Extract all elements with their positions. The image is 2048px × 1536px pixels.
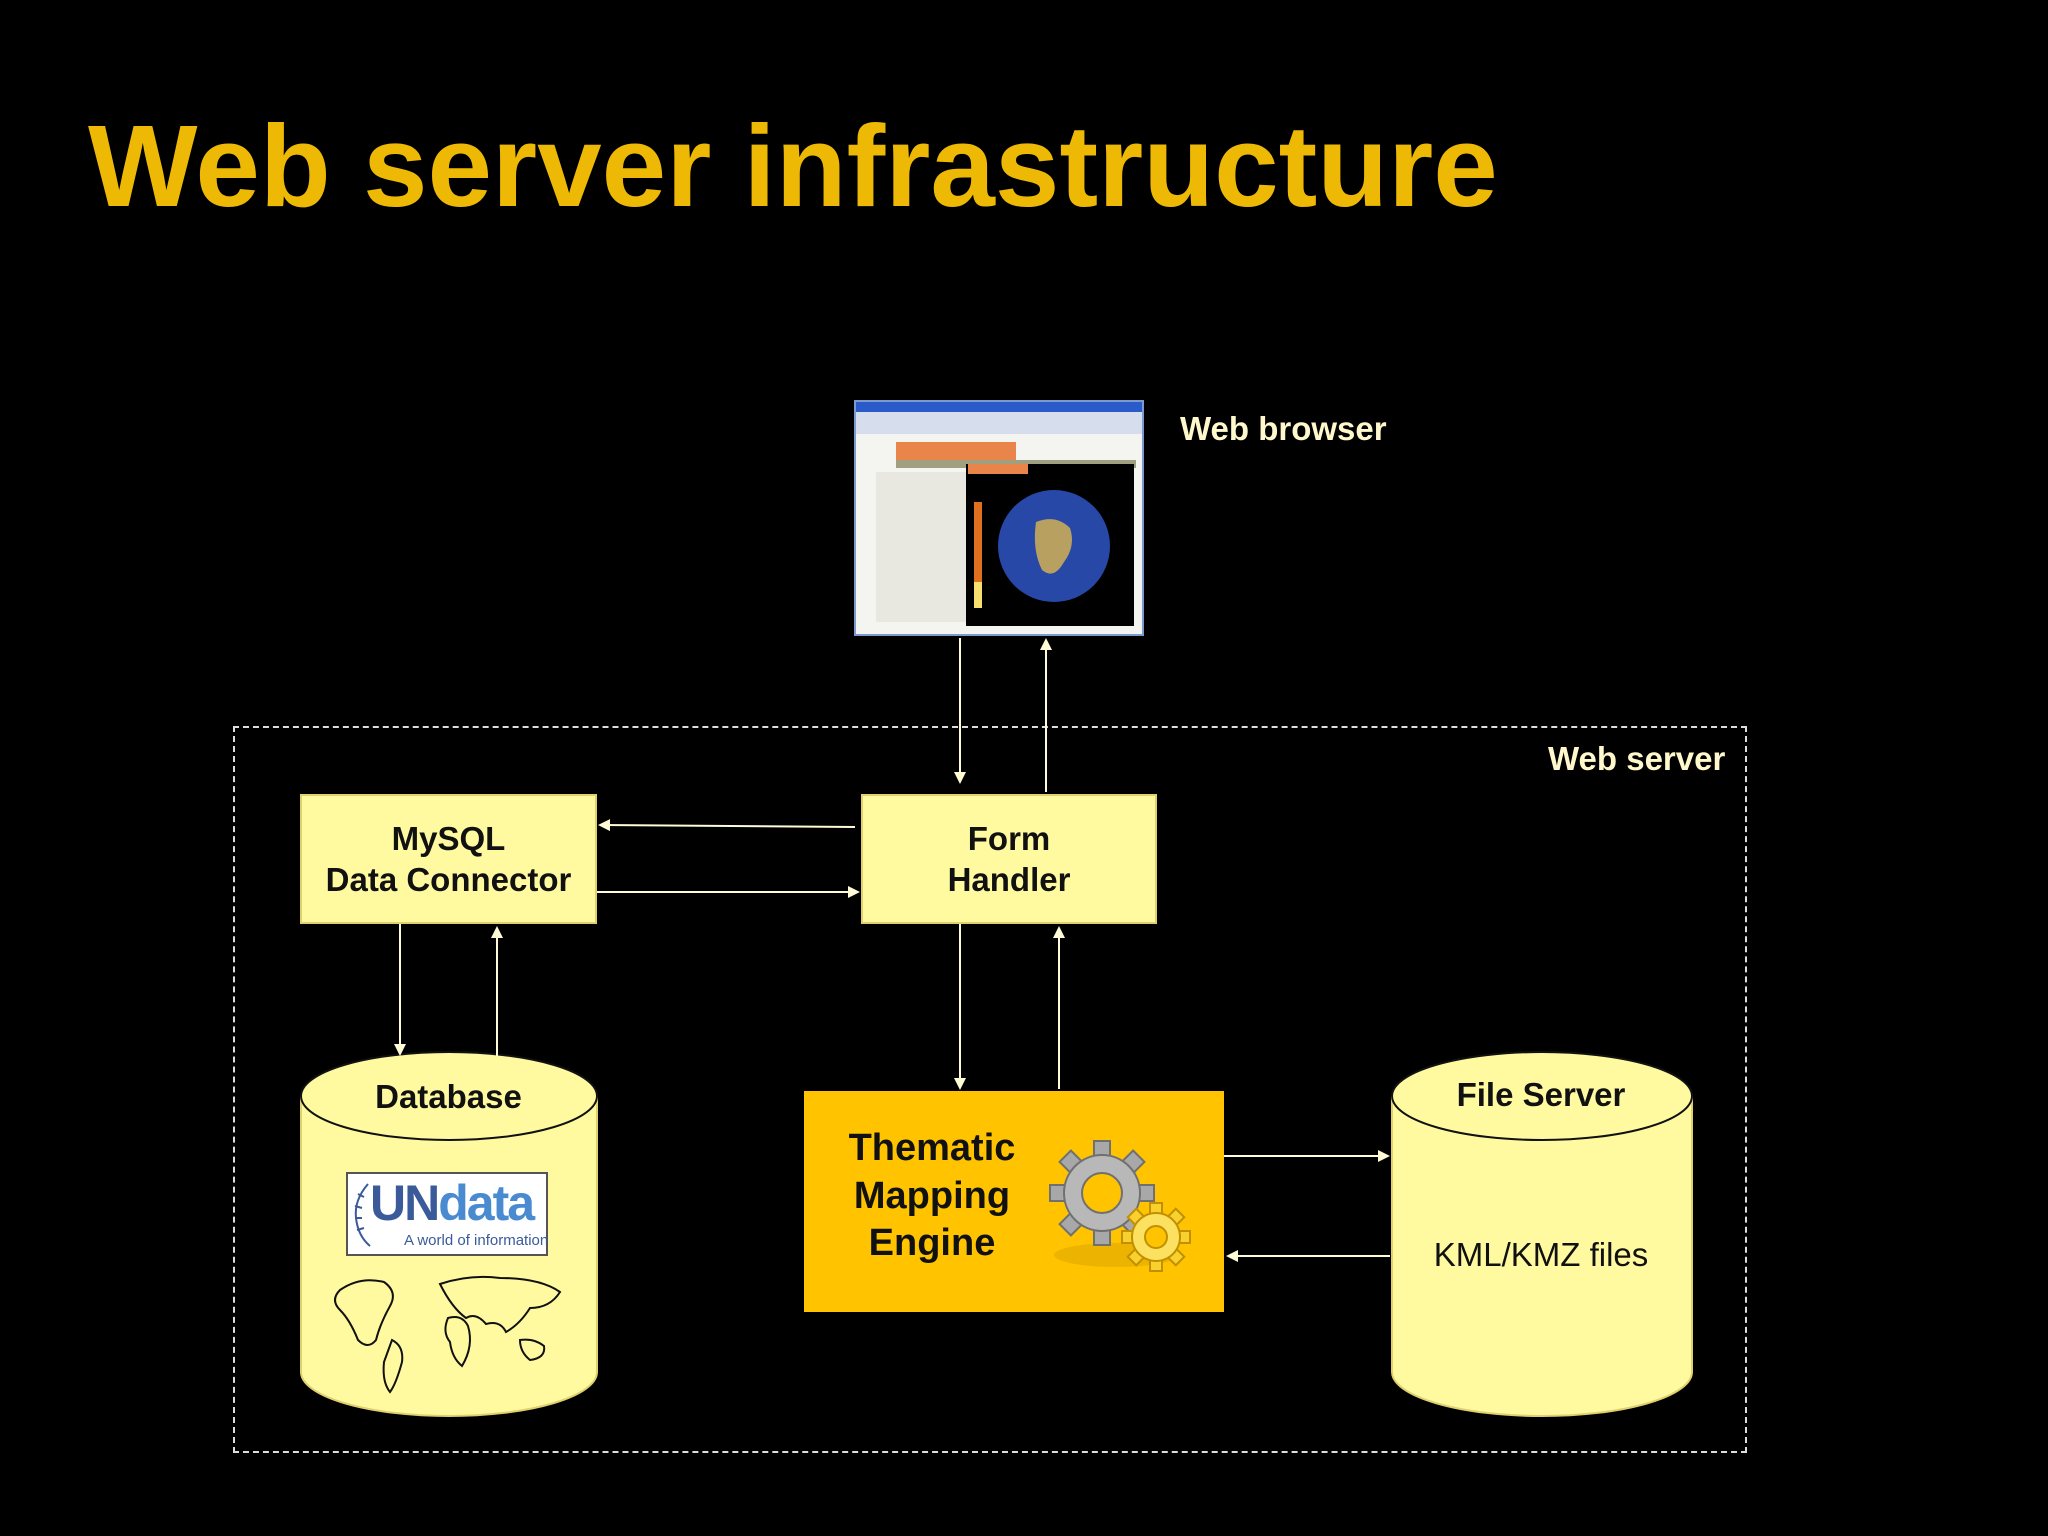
gears-icon: [1049, 1140, 1191, 1272]
engine-line-2: Mapping: [853, 1174, 1011, 1217]
un-text: UN: [370, 1175, 440, 1231]
file-server-label: File Server: [1456, 1076, 1626, 1113]
web-browser-label: Web browser: [1180, 410, 1387, 447]
form-handler-box: Form Handler: [861, 794, 1157, 924]
form-box-line-1: Form: [967, 819, 1051, 857]
database-label: Database: [375, 1078, 522, 1115]
undata-wordmark: UNdata: [370, 1175, 535, 1231]
form-box-line-2: Handler: [947, 861, 1071, 898]
web-server-boundary: [233, 726, 1747, 1453]
browser-screenshot-image: [856, 402, 1142, 634]
kml-kmz-files-label: KML/KMZ files: [1433, 1236, 1649, 1273]
file-server-cylinder: [1391, 1051, 1693, 1417]
data-text: data: [438, 1175, 535, 1231]
undata-tagline: A world of information: [404, 1232, 549, 1249]
undata-logo: UNdata A world of information: [346, 1172, 548, 1256]
browser-screenshot: [854, 400, 1144, 636]
engine-line-1: Thematic: [848, 1127, 1016, 1169]
thematic-mapping-engine-box: Thematic Mapping Engine: [804, 1091, 1224, 1312]
mysql-box-line-1: MySQL: [391, 819, 506, 857]
laurel-icon: [354, 1183, 371, 1247]
mysql-box-line-2: Data Connector: [325, 861, 572, 898]
world-map-image: [334, 1275, 562, 1394]
arrow-form-to-mysql: [598, 819, 856, 832]
mysql-data-connector-box: MySQL Data Connector: [300, 794, 597, 924]
engine-line-3: Engine: [868, 1222, 996, 1264]
web-server-label: Web server: [1548, 740, 1726, 777]
engine-label: Thematic Mapping Engine: [822, 1125, 1042, 1268]
slide-title: Web server infrastructure: [88, 101, 1498, 231]
